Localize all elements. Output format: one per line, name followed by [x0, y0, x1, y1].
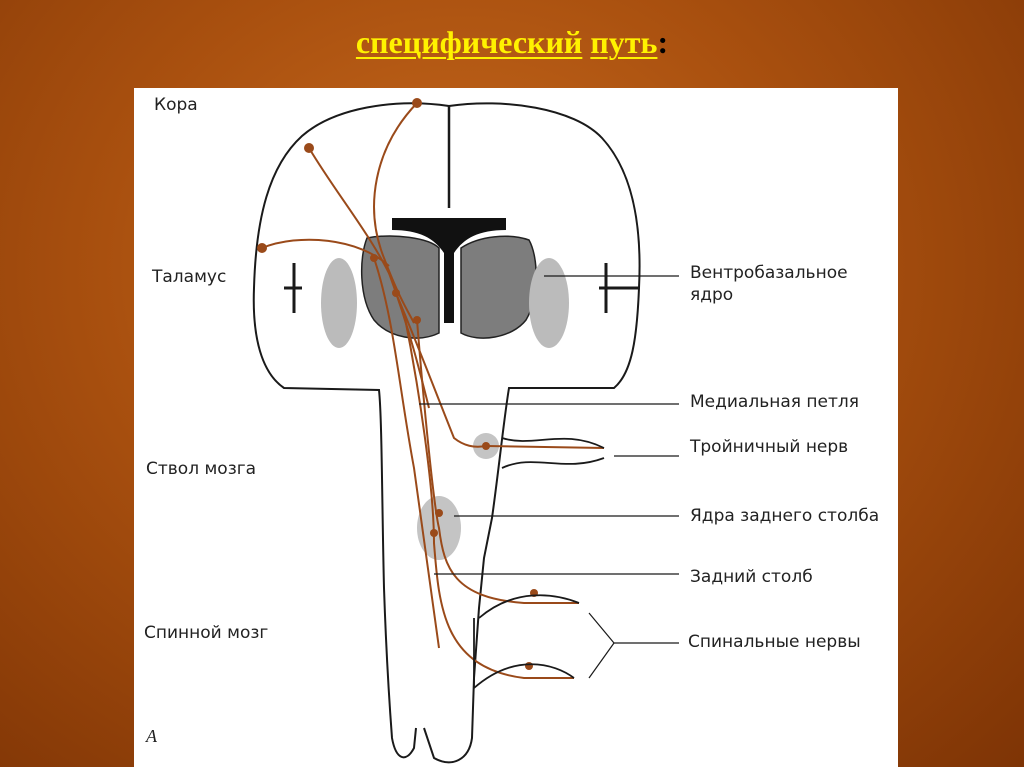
- pathway-diagram: [252, 98, 679, 764]
- synapse-terminals: [257, 98, 538, 670]
- slide-title: специфический путь:: [0, 24, 1024, 61]
- label-thalamus: Таламус: [152, 267, 227, 287]
- title-word-specific: специфический: [355, 24, 583, 60]
- figure-letter: А: [146, 726, 157, 746]
- thalamus-right: [460, 235, 537, 339]
- spinal-nerve-loops: [473, 437, 605, 689]
- thalamus-left: [360, 235, 440, 339]
- title-word-path: путь: [590, 24, 658, 60]
- label-dorsal-column: Задний столб: [690, 567, 813, 587]
- pathway-fibers: [261, 102, 605, 679]
- basal-ganglia-right: [529, 258, 569, 348]
- diagram-panel: Кора Таламус Ствол мозга Спинной мозг Ве…: [134, 88, 898, 767]
- title-colon: :: [657, 24, 669, 60]
- label-medial-lemniscus: Медиальная петля: [690, 392, 859, 412]
- leader-lines: [419, 275, 679, 679]
- basal-ganglia-left: [321, 258, 357, 348]
- insula-left: [284, 263, 302, 313]
- label-spinal-cord: Спинной мозг: [144, 623, 269, 643]
- label-trigeminal-nerve: Тройничный нерв: [690, 437, 849, 457]
- label-cortex: Кора: [154, 95, 198, 115]
- label-ventrobasal-1: Вентробазальное: [690, 263, 848, 283]
- insula-right: [599, 263, 639, 313]
- ventricle: [392, 218, 506, 323]
- label-dorsal-column-nuclei: Ядра заднего столба: [690, 506, 880, 526]
- label-ventrobasal-2: ядро: [690, 285, 734, 305]
- brain-outline-left: [252, 102, 450, 759]
- label-spinal-nerves: Спинальные нервы: [688, 632, 861, 652]
- label-brainstem: Ствол мозга: [146, 459, 257, 479]
